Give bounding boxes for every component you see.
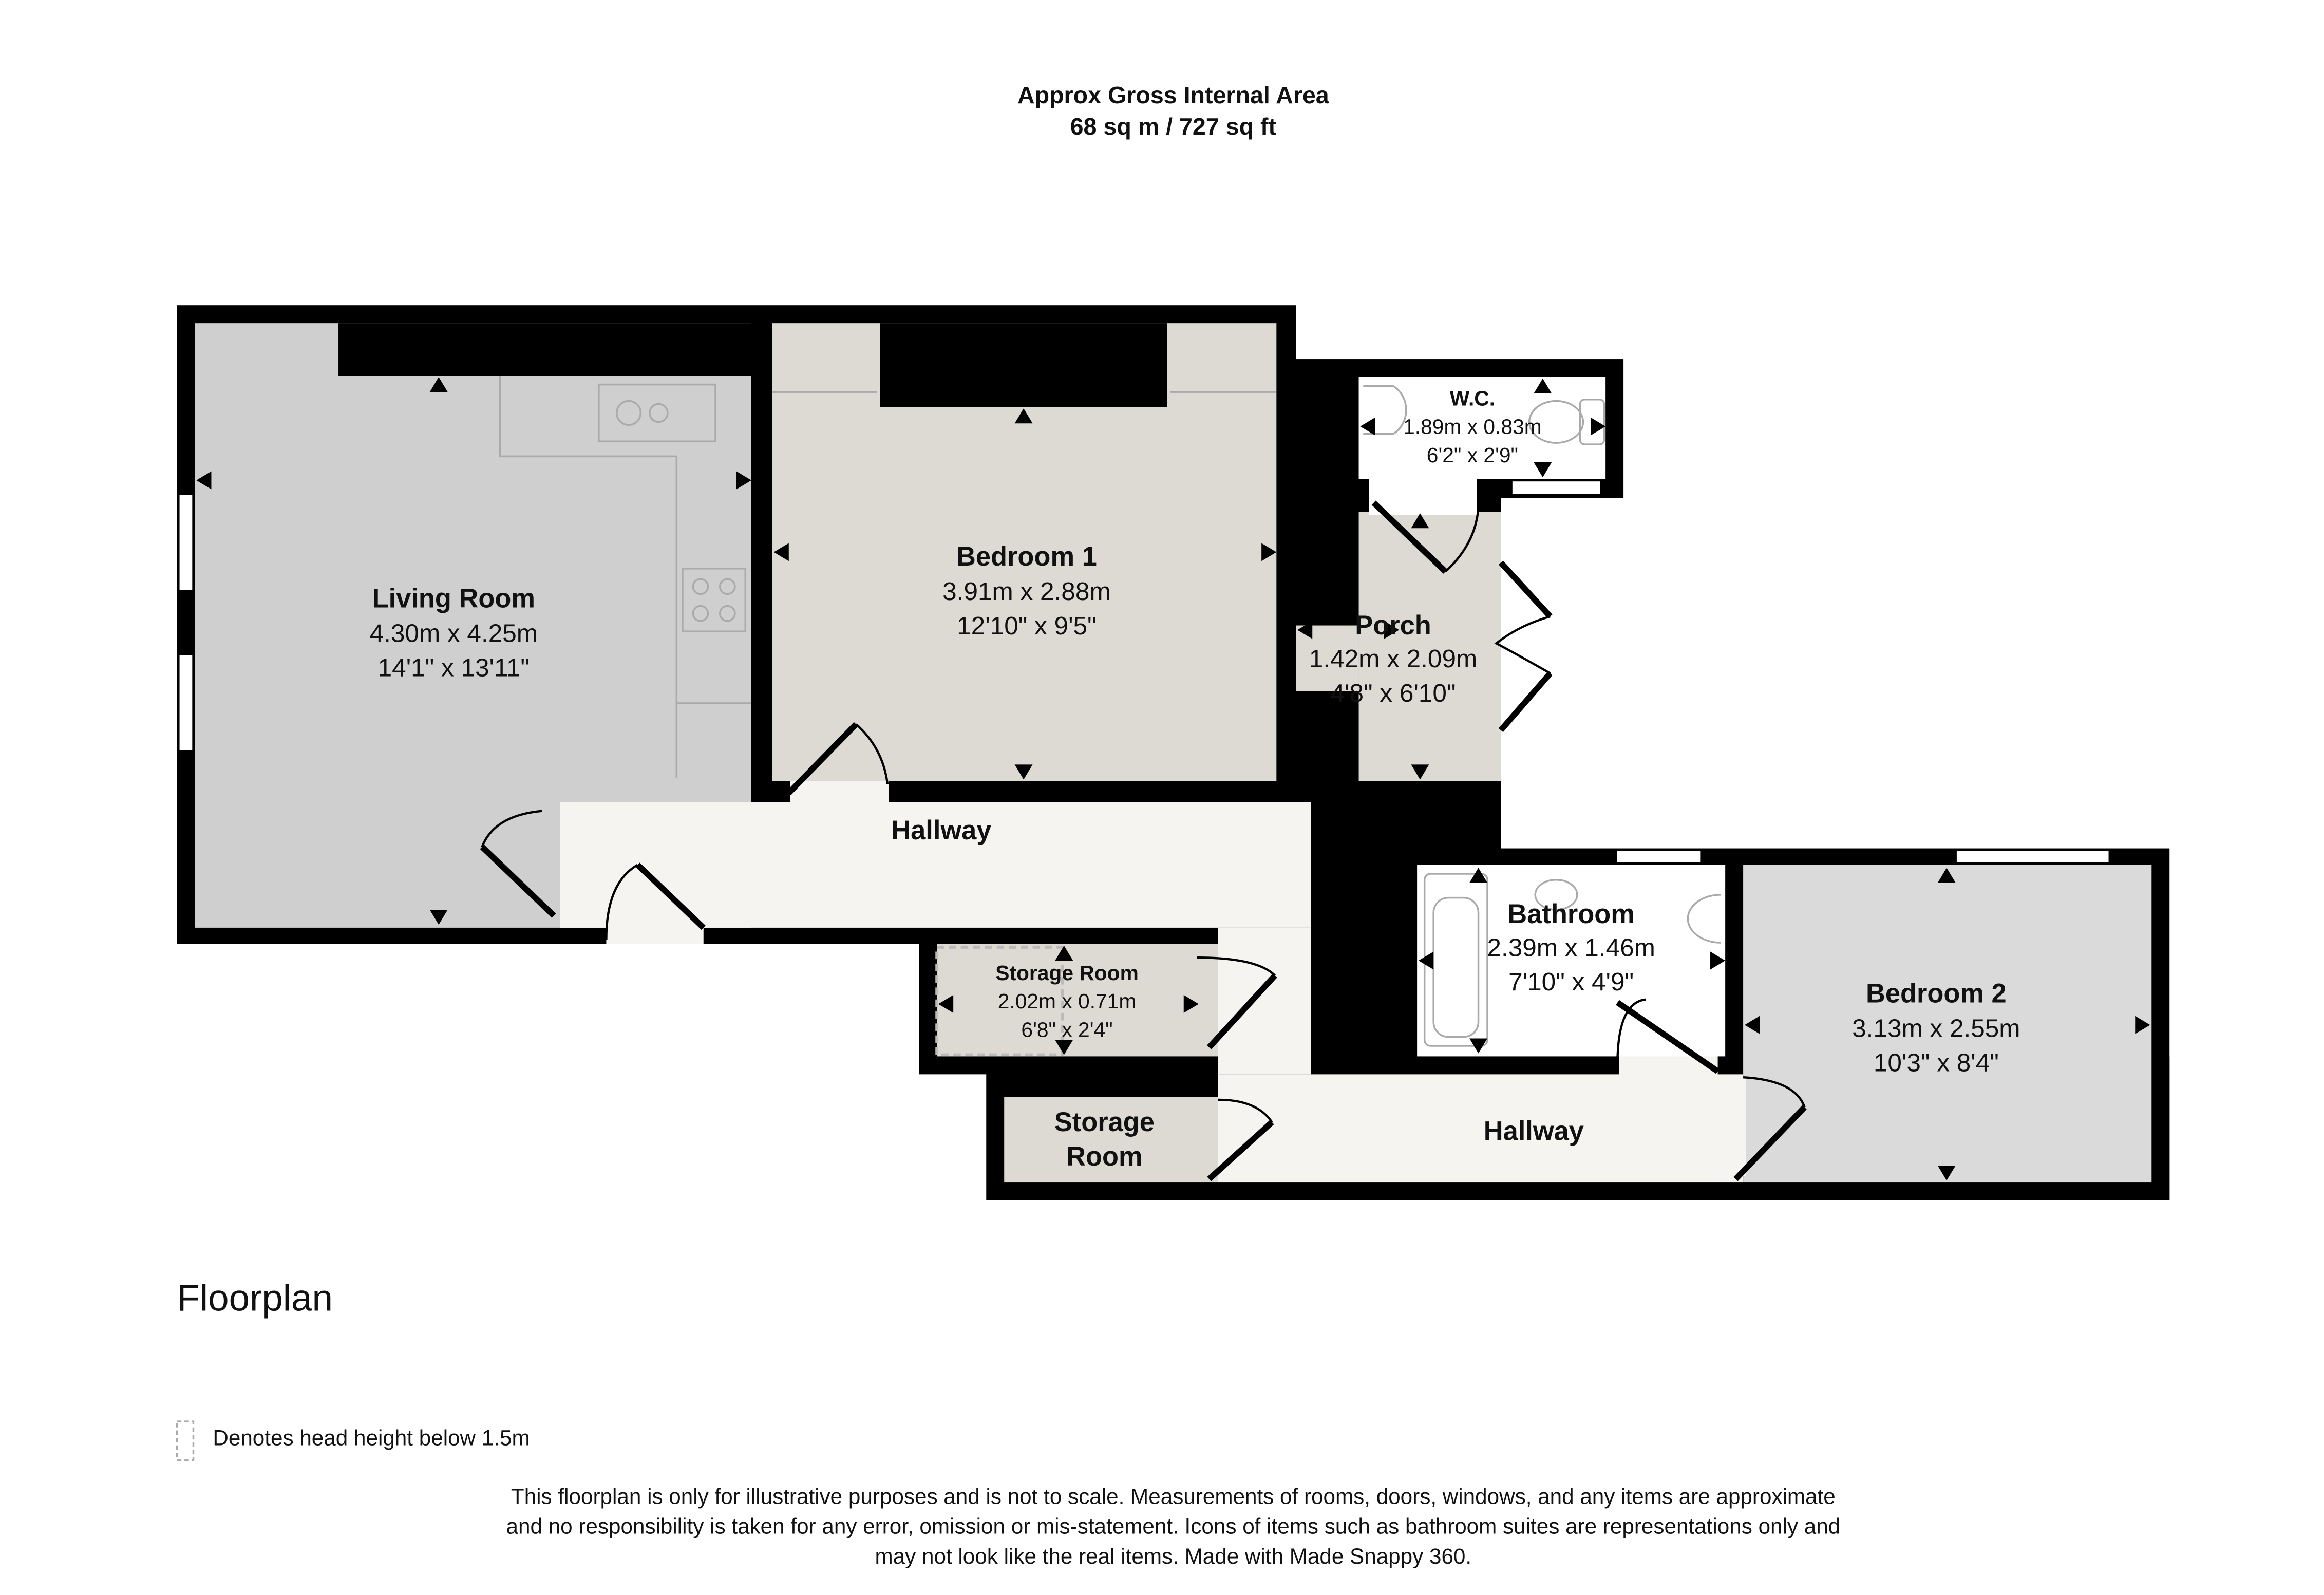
room-metric: 4.30m x 4.25m [370, 620, 538, 648]
room-bathroom: Bathroom 2.39m x 1.46m 7'10" x 4'9" [1487, 899, 1655, 996]
room-name: Bathroom [1507, 899, 1634, 929]
room-name: Living Room [372, 584, 535, 614]
room-imperial: 10'3" x 8'4" [1874, 1049, 1999, 1077]
disclaimer-line: and no responsibility is taken for any e… [506, 1514, 1840, 1538]
storage2-floor [1004, 1097, 1218, 1183]
dimension-arrows [196, 377, 2150, 1181]
room-living: Living Room 4.30m x 4.25m 14'1" x 13'11" [370, 584, 538, 682]
legend-text: Denotes head height below 1.5m [213, 1426, 530, 1450]
room-imperial: 4'8" x 6'10" [1331, 679, 1456, 707]
room-storage1: Storage Room 2.02m x 0.71m 6'8" x 2'4" [995, 961, 1139, 1042]
room-name: Porch [1355, 611, 1431, 641]
room-fills [195, 323, 2152, 1183]
room-hallway1-name: Hallway [891, 816, 991, 846]
toilet-icon [1534, 878, 1578, 911]
room-name: W.C. [1450, 386, 1495, 410]
storage1-floor [937, 944, 1218, 1057]
room-imperial: 14'1" x 13'11" [378, 654, 530, 682]
room-metric: 2.02m x 0.71m [998, 989, 1137, 1013]
room-metric: 1.89m x 0.83m [1403, 415, 1542, 439]
room-name: Bedroom 2 [1866, 979, 2007, 1009]
bedroom2-floor [1743, 865, 2152, 1183]
disclaimer-line: This floorplan is only for illustrative … [511, 1484, 1836, 1508]
room-imperial: 7'10" x 4'9" [1508, 968, 1634, 996]
sink-icon [598, 383, 716, 443]
room-metric: 1.42m x 2.09m [1309, 645, 1477, 673]
windows [177, 479, 2111, 865]
room-metric: 3.13m x 2.55m [1852, 1015, 2020, 1043]
room-imperial: 6'8" x 2'4" [1021, 1018, 1112, 1042]
kitchen-units [499, 376, 1277, 778]
bathroom-floor [1417, 865, 1726, 1057]
room-metric: 2.39m x 1.46m [1487, 933, 1655, 962]
head-height-legend-icon [176, 1420, 195, 1461]
window [1615, 849, 1703, 865]
room-storage2: Storage Room [1054, 1108, 1155, 1172]
area-title: Approx Gross Internal Area [1017, 82, 1330, 108]
wc-toilet-icon [1528, 400, 1584, 444]
room-bedroom1: Bedroom 1 3.91m x 2.88m 12'10" x 9'5" [942, 542, 1110, 640]
window [1510, 479, 1602, 497]
room-name: Storage Room [995, 961, 1139, 985]
room-porch: Porch 1.42m x 2.09m 4'8" x 6'10" [1309, 611, 1477, 707]
room-wc: W.C. 1.89m x 0.83m 6'2" x 2'9" [1403, 386, 1542, 467]
area-value: 68 sq m / 727 sq ft [1070, 113, 1276, 140]
room-hallway2-name: Hallway [1484, 1117, 1584, 1147]
room-name: Room [1066, 1142, 1142, 1172]
hallway2-floor [1218, 927, 1311, 1075]
wc-basin-icon [1363, 385, 1407, 435]
basin-icon [1687, 894, 1721, 944]
room-imperial: 6'2" x 2'9" [1427, 443, 1518, 467]
floor-label: Floorplan [177, 1278, 333, 1319]
window [1954, 849, 2111, 865]
room-name: Storage [1054, 1108, 1155, 1137]
room-name: Bedroom 1 [956, 542, 1097, 572]
room-bedroom2: Bedroom 2 3.13m x 2.55m 10'3" x 8'4" [1852, 979, 2020, 1077]
room-metric: 3.91m x 2.88m [942, 577, 1110, 606]
hob-icon [682, 568, 747, 632]
disclaimer-line: may not look like the real items. Made w… [875, 1544, 1472, 1568]
doors [480, 494, 1807, 1181]
room-imperial: 12'10" x 9'5" [957, 612, 1096, 640]
window [177, 652, 195, 753]
window [177, 493, 195, 592]
